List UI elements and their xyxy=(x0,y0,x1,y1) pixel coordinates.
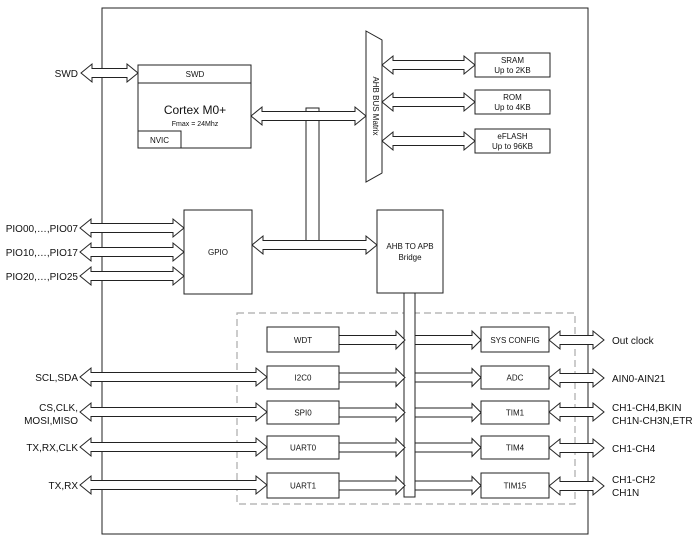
adc-pin-arrow xyxy=(548,367,605,389)
spi0-block xyxy=(266,400,340,425)
uart1-pin-label: TX,RX xyxy=(49,481,79,492)
spi-pin-label-1: CS,CLK, xyxy=(39,403,78,414)
bridge-label-1: AHB TO APB xyxy=(386,242,433,251)
uart0-block xyxy=(266,435,340,460)
pio1-pin-label: PIO10,…,PIO17 xyxy=(6,248,79,259)
wdt-block xyxy=(266,326,340,353)
tim4-label: TIM4 xyxy=(506,444,525,453)
uart0-bus-arrow xyxy=(338,437,406,458)
uart1-bus-arrow xyxy=(338,475,406,496)
pio2-pin-label: PIO20,…,PIO25 xyxy=(6,272,79,283)
spi0-bus-arrow xyxy=(338,402,406,423)
nvic-label: NVIC xyxy=(150,136,169,145)
eflash-block xyxy=(474,128,551,154)
ahb-internal-bus xyxy=(305,107,320,246)
sysconfig-bus-arrow xyxy=(414,329,482,351)
rom-label: ROM xyxy=(503,93,522,102)
eflash-size: Up to 96KB xyxy=(492,142,533,151)
rom-block xyxy=(474,89,551,115)
spi0-label: SPI0 xyxy=(294,409,312,418)
rom-size: Up to 4KB xyxy=(494,103,530,112)
cpu-freq: Fmax = 24Mhz xyxy=(172,121,219,128)
tim4-pin-arrow xyxy=(548,437,605,459)
tim1-pin-label-2: CH1N-CH3N,ETR xyxy=(612,416,692,427)
gpio-label: GPIO xyxy=(208,248,228,257)
nvic-block xyxy=(137,130,182,149)
bus-matrix-block xyxy=(365,30,383,183)
clock-pin-arrow xyxy=(548,329,605,351)
wdt-label: WDT xyxy=(294,336,312,345)
uart1-label: UART1 xyxy=(290,482,317,491)
uart0-pin-label: TX,RX,CLK xyxy=(26,443,78,454)
tim15-block xyxy=(480,472,550,499)
cpu-title: Cortex M0+ xyxy=(164,103,226,117)
tim1-block xyxy=(480,400,550,425)
i2c-pin-label: SCL,SDA xyxy=(35,373,78,384)
adc-block xyxy=(480,365,550,390)
sram-block xyxy=(474,52,551,78)
tim4-block xyxy=(480,435,550,460)
sys-config-block xyxy=(480,326,550,353)
spi-pin-label-2: MOSI,MISO xyxy=(24,416,78,427)
tim4-bus-arrow xyxy=(414,437,482,458)
tim15-pin-label-2: CH1N xyxy=(612,488,639,499)
tim4-pin-label: CH1-CH4 xyxy=(612,444,656,455)
uart1-block xyxy=(266,472,340,499)
tim15-pin-label-1: CH1-CH2 xyxy=(612,475,656,486)
i2c0-bus-arrow xyxy=(338,367,406,388)
swd-pin-label: SWD xyxy=(55,69,78,80)
sram-label: SRAM xyxy=(501,56,524,65)
wdt-bus-arrow xyxy=(338,329,406,351)
i2c0-label: I2C0 xyxy=(295,374,312,383)
bridge-label-2: Bridge xyxy=(398,253,422,262)
swd-block-label: SWD xyxy=(186,70,205,79)
adc-pin-label: AIN0-AIN21 xyxy=(612,374,666,385)
clock-pin-label: Out clock xyxy=(612,336,655,347)
sram-size: Up to 2KB xyxy=(494,66,530,75)
i2c0-block xyxy=(266,365,340,390)
apb-bus xyxy=(403,292,416,498)
tim15-label: TIM15 xyxy=(504,482,527,491)
gpio-block xyxy=(183,209,253,295)
eflash-label: eFLASH xyxy=(497,132,527,141)
tim1-label: TIM1 xyxy=(506,409,525,418)
tim1-bus-arrow xyxy=(414,402,482,423)
bridge-block xyxy=(376,209,444,294)
sys-config-label: SYS CONFIG xyxy=(490,336,539,345)
uart0-label: UART0 xyxy=(290,444,317,453)
pio0-pin-label: PIO00,…,PIO07 xyxy=(6,224,79,235)
tim1-pin-arrow xyxy=(548,401,605,423)
tim1-pin-label-1: CH1-CH4,BKIN xyxy=(612,403,681,414)
adc-bus-arrow xyxy=(414,367,482,388)
tim15-bus-arrow xyxy=(414,475,482,496)
adc-label: ADC xyxy=(507,374,524,383)
tim15-pin-arrow xyxy=(548,475,605,497)
bus-matrix-label: AHB BUS Matrix xyxy=(371,76,380,135)
